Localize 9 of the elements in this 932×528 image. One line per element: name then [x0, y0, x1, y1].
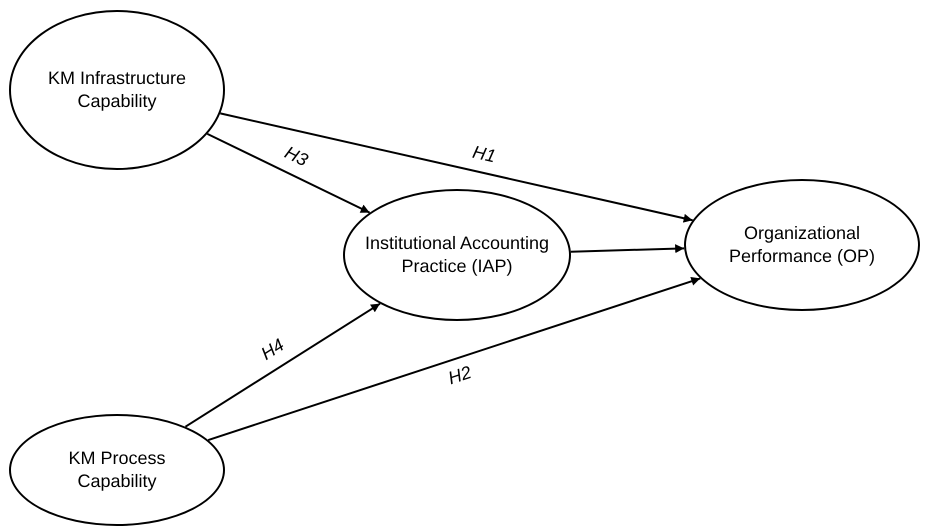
- arrow: [206, 132, 370, 214]
- arrow: [184, 302, 381, 428]
- construct-label: KM Infrastructure Capability: [46, 66, 188, 113]
- arrow: [220, 112, 693, 223]
- arrow: [208, 276, 701, 441]
- arrow: [570, 244, 684, 254]
- construct-label: Institutional Accounting Practice (IAP): [364, 232, 550, 278]
- construct-label: Organizational Performance (OP): [728, 222, 876, 268]
- construct-label: KM Process Capability: [67, 446, 167, 493]
